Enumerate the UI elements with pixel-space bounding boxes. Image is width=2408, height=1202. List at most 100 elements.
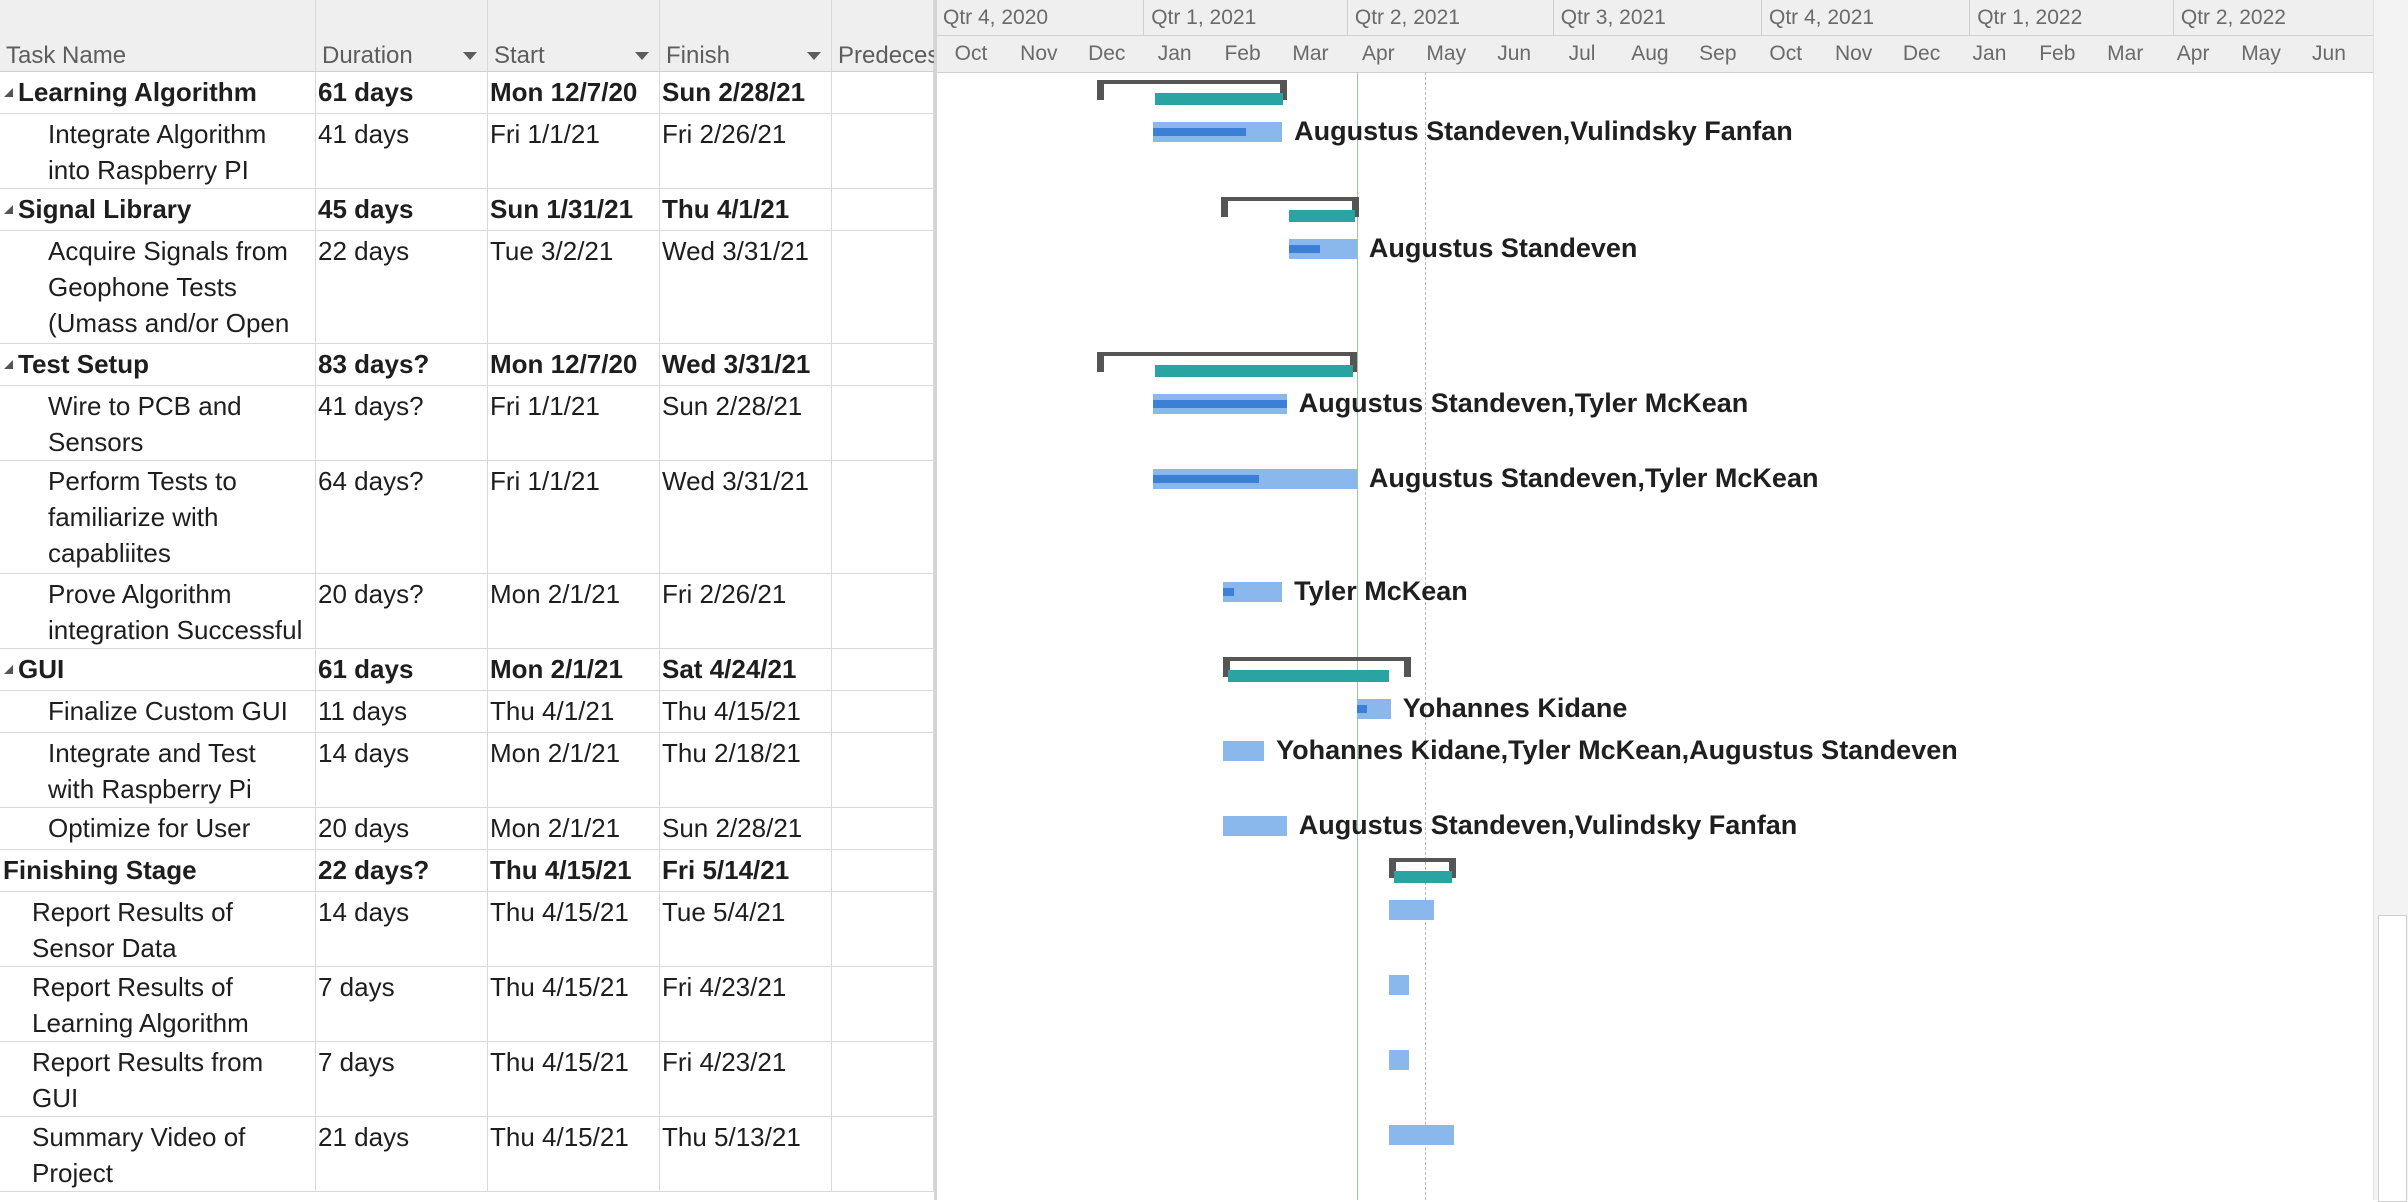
cell-predecessors[interactable] <box>832 114 934 188</box>
filter-dropdown-icon[interactable] <box>635 52 649 60</box>
cell-predecessors[interactable] <box>832 231 934 343</box>
cell-start[interactable]: Mon 2/1/21 <box>488 808 660 849</box>
cell-duration[interactable]: 14 days <box>316 892 488 966</box>
task-row[interactable]: Acquire Signals from Geophone Tests (Uma… <box>0 231 934 344</box>
cell-finish[interactable]: Sun 2/28/21 <box>660 72 832 113</box>
cell-duration[interactable]: 21 days <box>316 1117 488 1191</box>
cell-duration[interactable]: 7 days <box>316 967 488 1041</box>
cell-predecessors[interactable] <box>832 72 934 113</box>
cell-predecessors[interactable] <box>832 574 934 648</box>
cell-duration[interactable]: 20 days? <box>316 574 488 648</box>
cell-duration[interactable]: 22 days? <box>316 850 488 891</box>
cell-start[interactable]: Mon 2/1/21 <box>488 649 660 690</box>
cell-duration[interactable]: 61 days <box>316 649 488 690</box>
task-bar[interactable] <box>1153 394 1287 414</box>
cell-predecessors[interactable] <box>832 733 934 807</box>
cell-finish[interactable]: Wed 3/31/21 <box>660 231 832 343</box>
cell-predecessors[interactable] <box>832 1117 934 1191</box>
task-bar[interactable] <box>1356 699 1391 719</box>
cell-task-name[interactable]: Optimize for User <box>0 808 316 849</box>
cell-predecessors[interactable] <box>832 649 934 690</box>
col-header-start[interactable]: Start <box>488 0 660 72</box>
cell-start[interactable]: Sun 1/31/21 <box>488 189 660 230</box>
cell-finish[interactable]: Sun 2/28/21 <box>660 386 832 460</box>
cell-duration[interactable]: 41 days <box>316 114 488 188</box>
col-header-task-name[interactable]: Task Name <box>0 0 316 72</box>
vertical-scrollbar[interactable] <box>2373 0 2408 1202</box>
cell-task-name[interactable]: Integrate and Test with Raspberry Pi <box>0 733 316 807</box>
task-bar[interactable] <box>1288 239 1357 259</box>
cell-start[interactable]: Fri 1/1/21 <box>488 114 660 188</box>
cell-predecessors[interactable] <box>832 808 934 849</box>
filter-dropdown-icon[interactable] <box>463 52 477 60</box>
cell-start[interactable]: Mon 12/7/20 <box>488 344 660 385</box>
cell-finish[interactable]: Thu 2/18/21 <box>660 733 832 807</box>
cell-finish[interactable]: Sat 4/24/21 <box>660 649 832 690</box>
cell-start[interactable]: Fri 1/1/21 <box>488 386 660 460</box>
col-header-predecessors[interactable]: Predeces <box>832 0 934 72</box>
cell-finish[interactable]: Fri 4/23/21 <box>660 967 832 1041</box>
cell-task-name[interactable]: Report Results of Sensor Data <box>0 892 316 966</box>
task-bar[interactable] <box>1153 122 1283 142</box>
cell-start[interactable]: Thu 4/15/21 <box>488 967 660 1041</box>
collapse-toggle-icon[interactable] <box>4 665 13 674</box>
cell-task-name[interactable]: Integrate Algorithm into Raspberry PI <box>0 114 316 188</box>
cell-start[interactable]: Fri 1/1/21 <box>488 461 660 573</box>
cell-task-name[interactable]: Summary Video of Project <box>0 1117 316 1191</box>
cell-task-name[interactable]: Test Setup <box>0 344 316 385</box>
filter-dropdown-icon[interactable] <box>807 52 821 60</box>
cell-predecessors[interactable] <box>832 691 934 732</box>
task-bar[interactable] <box>1223 816 1287 836</box>
cell-finish[interactable]: Fri 2/26/21 <box>660 114 832 188</box>
cell-finish[interactable]: Fri 4/23/21 <box>660 1042 832 1116</box>
summary-bar[interactable] <box>1223 657 1412 683</box>
cell-duration[interactable]: 7 days <box>316 1042 488 1116</box>
cell-start[interactable]: Mon 12/7/20 <box>488 72 660 113</box>
summary-bar[interactable] <box>1096 80 1287 106</box>
cell-start[interactable]: Thu 4/15/21 <box>488 850 660 891</box>
task-bar[interactable] <box>1388 1050 1409 1070</box>
cell-predecessors[interactable] <box>832 850 934 891</box>
cell-predecessors[interactable] <box>832 1042 934 1116</box>
cell-start[interactable]: Thu 4/15/21 <box>488 892 660 966</box>
task-bar[interactable] <box>1388 900 1434 920</box>
view-splitter[interactable] <box>934 0 937 1200</box>
cell-task-name[interactable]: Finalize Custom GUI <box>0 691 316 732</box>
col-header-duration[interactable]: Duration <box>316 0 488 72</box>
cell-start[interactable]: Thu 4/15/21 <box>488 1042 660 1116</box>
cell-duration[interactable]: 61 days <box>316 72 488 113</box>
scrollbar-thumb[interactable] <box>2378 915 2407 1202</box>
cell-start[interactable]: Mon 2/1/21 <box>488 574 660 648</box>
summary-bar[interactable] <box>1388 858 1457 884</box>
cell-task-name[interactable]: GUI <box>0 649 316 690</box>
cell-duration[interactable]: 41 days? <box>316 386 488 460</box>
cell-task-name[interactable]: Learning Algorithm <box>0 72 316 113</box>
task-bar[interactable] <box>1153 469 1357 489</box>
cell-predecessors[interactable] <box>832 892 934 966</box>
cell-task-name[interactable]: Acquire Signals from Geophone Tests (Uma… <box>0 231 316 343</box>
collapse-toggle-icon[interactable] <box>4 205 13 214</box>
cell-start[interactable]: Thu 4/15/21 <box>488 1117 660 1191</box>
cell-task-name[interactable]: Signal Library <box>0 189 316 230</box>
task-row[interactable]: Perform Tests to familiarize with capabl… <box>0 461 934 574</box>
cell-predecessors[interactable] <box>832 189 934 230</box>
cell-predecessors[interactable] <box>832 461 934 573</box>
cell-duration[interactable]: 22 days <box>316 231 488 343</box>
cell-start[interactable]: Tue 3/2/21 <box>488 231 660 343</box>
cell-finish[interactable]: Fri 5/14/21 <box>660 850 832 891</box>
cell-duration[interactable]: 64 days? <box>316 461 488 573</box>
cell-start[interactable]: Mon 2/1/21 <box>488 733 660 807</box>
cell-predecessors[interactable] <box>832 967 934 1041</box>
task-bar[interactable] <box>1388 975 1409 995</box>
cell-finish[interactable]: Thu 4/1/21 <box>660 189 832 230</box>
cell-duration[interactable]: 11 days <box>316 691 488 732</box>
